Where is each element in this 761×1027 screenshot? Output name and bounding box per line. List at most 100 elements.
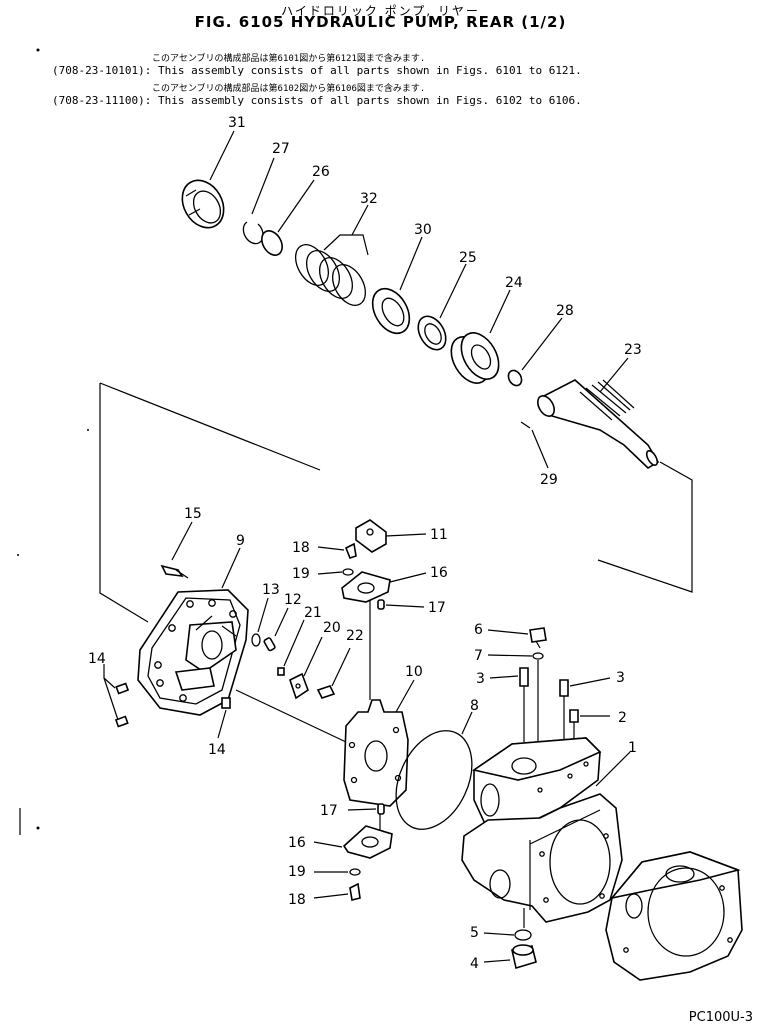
callout-7: 7	[474, 648, 483, 664]
leader-30	[399, 236, 423, 291]
callout-18-bottom: 18	[288, 892, 306, 908]
part-26-ring	[261, 230, 283, 256]
leader-27	[251, 157, 275, 215]
part-4-plug	[511, 944, 537, 970]
callout-17-top: 17	[428, 600, 446, 616]
callout-19-top: 19	[292, 566, 310, 582]
leader-28	[521, 317, 563, 371]
part-14-plug	[221, 697, 231, 709]
part-9-end-cover	[137, 589, 249, 716]
part-19-washer	[342, 568, 354, 576]
callout-8: 8	[470, 698, 479, 714]
callout-21: 21	[304, 605, 322, 621]
leader-10	[395, 679, 415, 713]
leader-22	[331, 647, 351, 687]
leader-3-left	[489, 675, 519, 679]
leader-20	[303, 636, 323, 677]
callout-5: 5	[470, 925, 479, 941]
leader-32-stem	[351, 204, 369, 236]
callout-30: 30	[414, 222, 432, 238]
callout-18-top: 18	[292, 540, 310, 556]
leader-6	[487, 629, 529, 635]
callout-19-bottom: 19	[288, 864, 306, 880]
leader-7	[487, 654, 533, 657]
part-14-plug	[115, 682, 130, 695]
part-10-valve-body	[343, 699, 409, 807]
leader-24	[489, 289, 511, 334]
pump-housing	[605, 851, 743, 981]
leader-16-top	[389, 572, 427, 583]
leader-16-bottom	[313, 841, 343, 848]
leader-17-top	[385, 604, 425, 608]
callout-16-top: 16	[430, 565, 448, 581]
japanese-title: ハイドロリック ポンプ, リヤー	[281, 4, 480, 18]
callout-20: 20	[323, 620, 341, 636]
part-30-oil-seal	[371, 287, 411, 335]
leader-32	[323, 234, 369, 256]
part-31-bearing-cup	[181, 179, 225, 229]
leader-26	[277, 179, 315, 233]
part-27-snap-ring	[242, 221, 264, 245]
part-22-screw	[316, 685, 336, 699]
callout-14-upper: 14	[88, 651, 106, 667]
callout-28: 28	[556, 303, 574, 319]
part-3-plug	[559, 679, 569, 697]
assembly-line-right	[597, 461, 693, 593]
assembly-line-left	[99, 383, 149, 623]
part-23-drive-shaft	[537, 379, 660, 470]
stray-dot	[36, 48, 40, 52]
part-5-o-ring	[514, 929, 532, 941]
callout-29: 29	[540, 472, 558, 488]
callout-2: 2	[618, 710, 627, 726]
model-code: PC100U-3	[688, 1010, 753, 1025]
part-17-pin	[377, 803, 385, 815]
callout-3-left: 3	[476, 671, 485, 687]
callout-25: 25	[459, 250, 477, 266]
assembly-note-1-jp: このアセンブリの構成部品は第6101図から第6121図まで含みます.	[152, 54, 426, 64]
part-29-key	[520, 421, 531, 429]
part-6-plug	[529, 627, 547, 649]
leader-1	[595, 751, 631, 787]
part-19-washer	[349, 868, 361, 876]
part-3-plug	[519, 667, 529, 687]
callout-15: 15	[184, 506, 202, 522]
leader-4	[483, 959, 511, 963]
callout-17-bottom: 17	[320, 803, 338, 819]
callout-13: 13	[262, 582, 280, 598]
assembly-note-2: このアセンブリの構成部品は第6102図から第6106図まで含みます. (708-…	[52, 84, 582, 107]
callout-27: 27	[272, 141, 290, 157]
leader-21	[283, 619, 305, 667]
part-15-bolt	[160, 564, 189, 579]
part-17-pin	[377, 599, 385, 610]
callout-4: 4	[470, 956, 479, 972]
leader-3-right	[569, 677, 611, 687]
assembly-note-2-jp: このアセンブリの構成部品は第6102図から第6106図まで含みます.	[152, 84, 426, 94]
leader-5	[483, 932, 515, 936]
leader-12	[274, 607, 289, 637]
part-16-flange	[342, 825, 393, 859]
assembly-note-2-en: (708-23-11100): This assembly consists o…	[52, 94, 582, 107]
stray-dot	[36, 826, 40, 830]
callout-24: 24	[505, 275, 523, 291]
part-2-plug	[569, 709, 579, 723]
leader-17-bottom	[347, 808, 377, 811]
leader-31	[209, 130, 235, 181]
figure-title: FIG. 6105 HYDRAULIC PUMP, REAR (1/2)	[194, 13, 567, 31]
callout-3-right: 3	[616, 670, 625, 686]
part-32-shim-set	[294, 244, 367, 306]
leader-23	[599, 357, 629, 393]
stray-dot	[17, 554, 19, 556]
callout-14-lower: 14	[208, 742, 226, 758]
assembly-line-top	[99, 382, 321, 471]
leader-25	[439, 263, 467, 319]
part-11-plate	[355, 519, 387, 553]
leader-29	[531, 429, 549, 469]
callout-9: 9	[236, 533, 245, 549]
assembly-note-1-en: (708-23-10101): This assembly consists o…	[52, 64, 582, 77]
leader-19-top	[317, 571, 343, 575]
leader-9	[221, 547, 241, 589]
part-13-o-ring	[251, 633, 261, 647]
callout-12: 12	[284, 592, 302, 608]
callout-1: 1	[628, 740, 637, 756]
